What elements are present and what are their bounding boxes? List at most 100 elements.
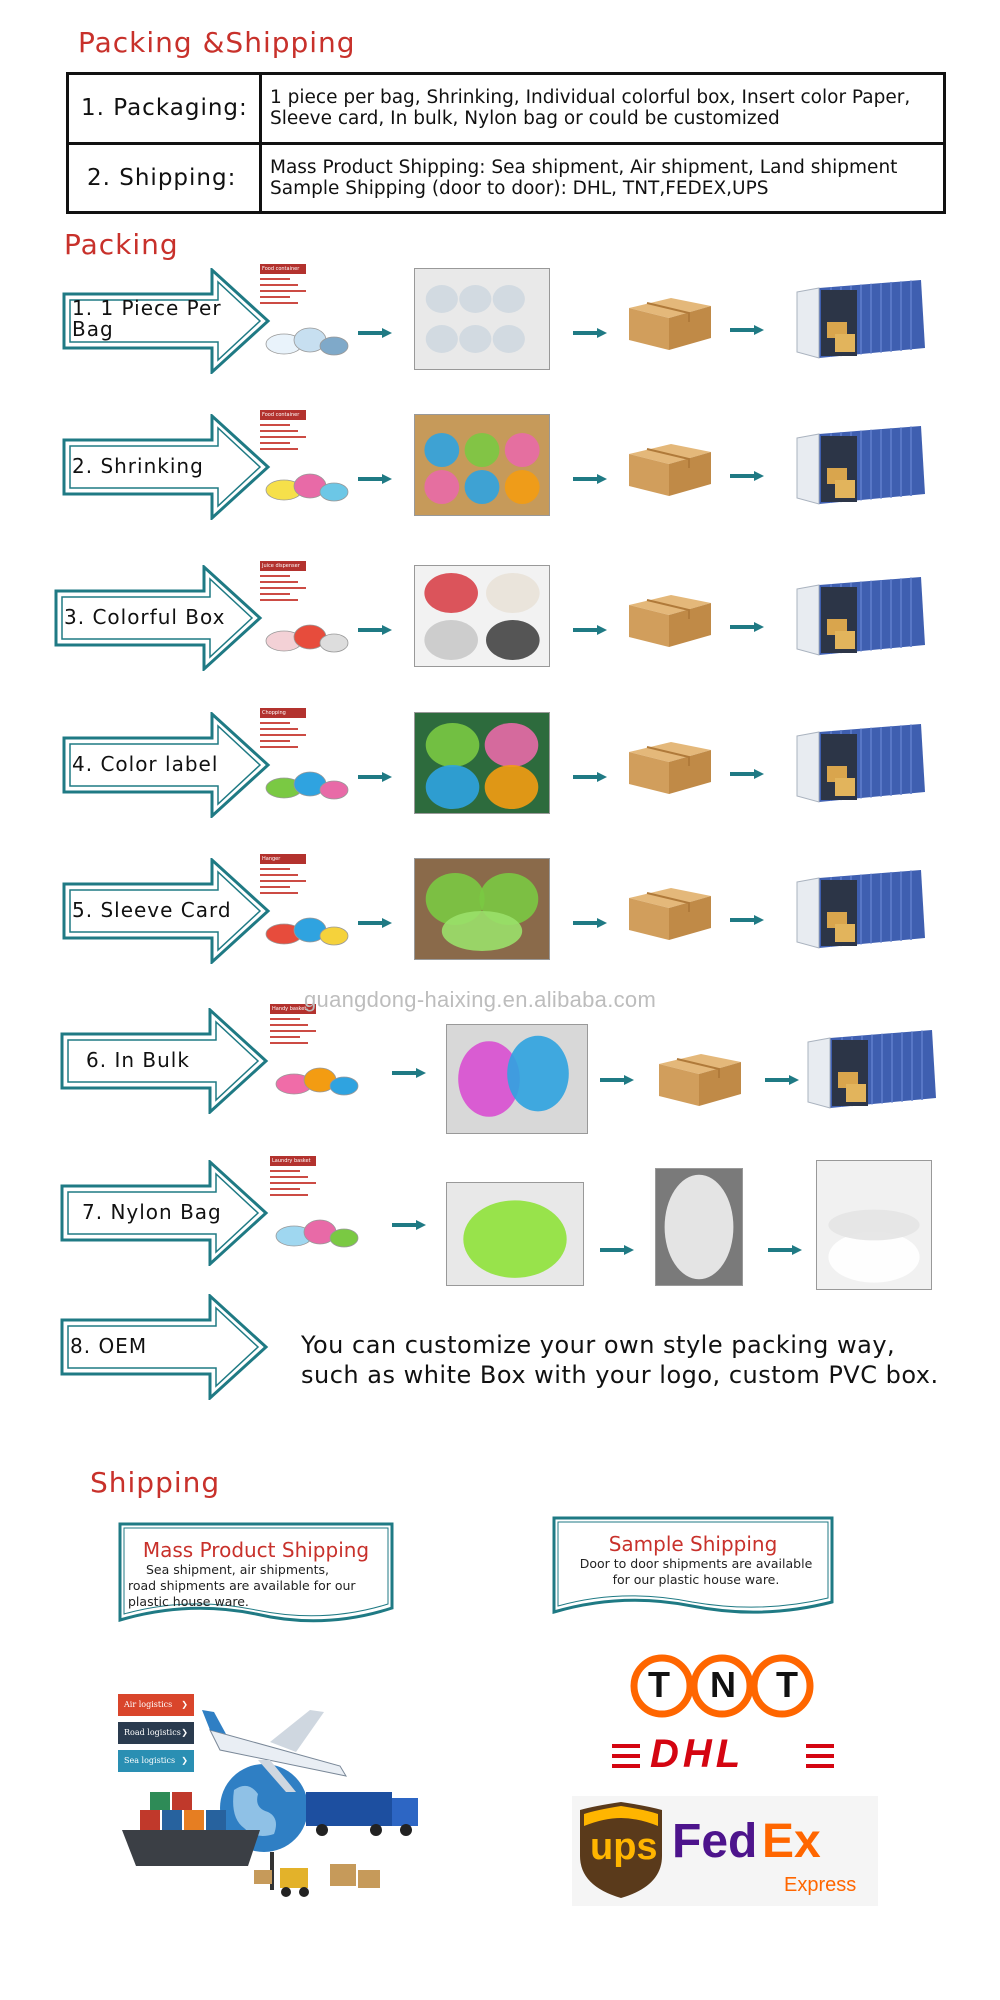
spec-card: Handy basket bbox=[270, 1004, 326, 1049]
spec-card: Hanger bbox=[260, 854, 316, 899]
spec-card-header: Hanger bbox=[260, 854, 306, 864]
flow-arrow-icon bbox=[573, 469, 607, 484]
shipping-text: Mass Product Shipping: Sea shipment, Air… bbox=[259, 141, 946, 214]
packaging-photo bbox=[414, 858, 550, 960]
spec-line bbox=[270, 1188, 300, 1190]
row-arrow: 2. Shrinking bbox=[62, 414, 272, 520]
watermark: guangdong-haixing.en.alibaba.com bbox=[304, 987, 657, 1012]
spec-line bbox=[270, 1018, 300, 1020]
product-image bbox=[262, 601, 352, 661]
spec-card-header: Chopping bbox=[260, 708, 306, 718]
row-label: 7. Nylon Bag bbox=[82, 1200, 222, 1224]
spec-card-header: Laundry basket bbox=[270, 1156, 316, 1166]
spec-line bbox=[270, 1024, 308, 1026]
mass-shipping-title: Mass Product Shipping bbox=[142, 1538, 370, 1562]
big-arrow-icon bbox=[62, 712, 271, 818]
big-arrow-icon bbox=[54, 565, 263, 671]
row-arrow: 6. In Bulk bbox=[60, 1008, 270, 1114]
flow-arrow-icon bbox=[765, 1070, 799, 1085]
carton-box-image bbox=[625, 736, 715, 796]
spec-line bbox=[270, 1182, 316, 1184]
flow-arrow-icon bbox=[392, 1063, 426, 1078]
page-title: Packing &Shipping bbox=[78, 26, 356, 59]
packaging-photo bbox=[414, 414, 550, 516]
shipping-section-title: Shipping bbox=[90, 1466, 221, 1499]
flow-arrow-icon bbox=[358, 767, 392, 782]
chevron-right-icon: ❯ bbox=[181, 1728, 188, 1737]
packaging-label: 1. Packaging: bbox=[66, 72, 262, 145]
spec-card-header: Handy basket bbox=[270, 1004, 316, 1014]
sample-box-frame bbox=[552, 1516, 834, 1615]
flow-arrow-icon bbox=[600, 1070, 634, 1085]
spec-card: Chopping bbox=[260, 708, 316, 753]
spec-line bbox=[260, 874, 298, 876]
spec-line bbox=[270, 1030, 316, 1032]
flow-arrow-icon bbox=[600, 1240, 634, 1255]
spec-line bbox=[260, 880, 306, 882]
spec-line bbox=[260, 587, 306, 589]
carton-box-image bbox=[625, 882, 715, 942]
spec-card: Food container bbox=[260, 264, 316, 309]
spec-line bbox=[260, 302, 298, 304]
logistics-scene bbox=[122, 1710, 418, 1897]
spec-card: Juice dispenser bbox=[260, 561, 316, 606]
ups-logo-text: ups bbox=[590, 1826, 658, 1868]
big-arrow-icon bbox=[60, 1294, 269, 1400]
spec-line bbox=[270, 1176, 308, 1178]
fedex-express-text: Express bbox=[784, 1874, 857, 1896]
spec-card: Food container bbox=[260, 410, 316, 455]
tnt-logo-text: TNT bbox=[648, 1664, 838, 1705]
product-image bbox=[262, 304, 352, 364]
spec-line bbox=[260, 284, 298, 286]
carton-box-image bbox=[625, 589, 715, 649]
shipping-container-image bbox=[795, 868, 927, 954]
tnt-logo: TNT bbox=[630, 1654, 814, 1718]
spec-line bbox=[270, 1042, 308, 1044]
spec-line bbox=[260, 734, 306, 736]
chevron-right-icon: ❯ bbox=[181, 1756, 188, 1765]
spec-line bbox=[260, 430, 298, 432]
spec-line bbox=[260, 278, 290, 280]
packaging-photo bbox=[414, 268, 550, 370]
product-image bbox=[272, 1044, 362, 1104]
fedex-fed-text: Fed bbox=[672, 1815, 758, 1868]
flow-arrow-icon bbox=[730, 764, 764, 779]
flow-arrow-icon bbox=[573, 620, 607, 635]
spec-line bbox=[270, 1170, 300, 1172]
flow-arrow-icon bbox=[573, 767, 607, 782]
flow-arrow-icon bbox=[358, 913, 392, 928]
flow-arrow-icon bbox=[730, 910, 764, 925]
flow-arrow-icon bbox=[358, 469, 392, 484]
row-arrow: 7. Nylon Bag bbox=[60, 1160, 270, 1266]
row-label: 5. Sleeve Card bbox=[72, 898, 232, 922]
shipping-container-image bbox=[795, 722, 927, 808]
flow-arrow-icon bbox=[730, 617, 764, 632]
flow-arrow-icon bbox=[392, 1215, 426, 1230]
spec-line bbox=[260, 728, 298, 730]
ups-fedex-panel: ups Fed Ex Express bbox=[572, 1796, 878, 1906]
shipping-label: 2. Shipping: bbox=[66, 141, 262, 214]
spec-line bbox=[260, 290, 306, 292]
sample-shipping-body: Door to door shipments are available for… bbox=[579, 1556, 813, 1587]
sea-logistics-button[interactable]: Sea logistics❯ bbox=[118, 1750, 194, 1772]
flow-arrow-icon bbox=[573, 913, 607, 928]
oem-line-2: such as white Box with your logo, custom… bbox=[301, 1361, 939, 1389]
air-logistics-button[interactable]: Air logistics❯ bbox=[118, 1694, 194, 1716]
mass-box-frame bbox=[118, 1522, 394, 1623]
spec-line bbox=[260, 296, 290, 298]
spec-line bbox=[260, 599, 298, 601]
spec-line bbox=[270, 1036, 300, 1038]
shipping-container-image bbox=[795, 575, 927, 661]
dhl-logo: DHL bbox=[612, 1732, 834, 1778]
row-arrow: 8. OEM bbox=[60, 1294, 270, 1400]
big-arrow-icon bbox=[62, 858, 271, 964]
spec-line bbox=[260, 424, 290, 426]
carton-box-image bbox=[625, 438, 715, 498]
spec-line bbox=[260, 448, 298, 450]
sample-shipping-box: Sample Shipping Door to door shipments a… bbox=[552, 1516, 834, 1624]
road-logistics-button[interactable]: Road logistics❯ bbox=[118, 1722, 194, 1744]
flow-arrow-icon bbox=[730, 320, 764, 335]
flow-arrow-icon bbox=[730, 466, 764, 481]
oem-line-1: You can customize your own style packing… bbox=[301, 1331, 896, 1359]
spec-line bbox=[260, 892, 298, 894]
